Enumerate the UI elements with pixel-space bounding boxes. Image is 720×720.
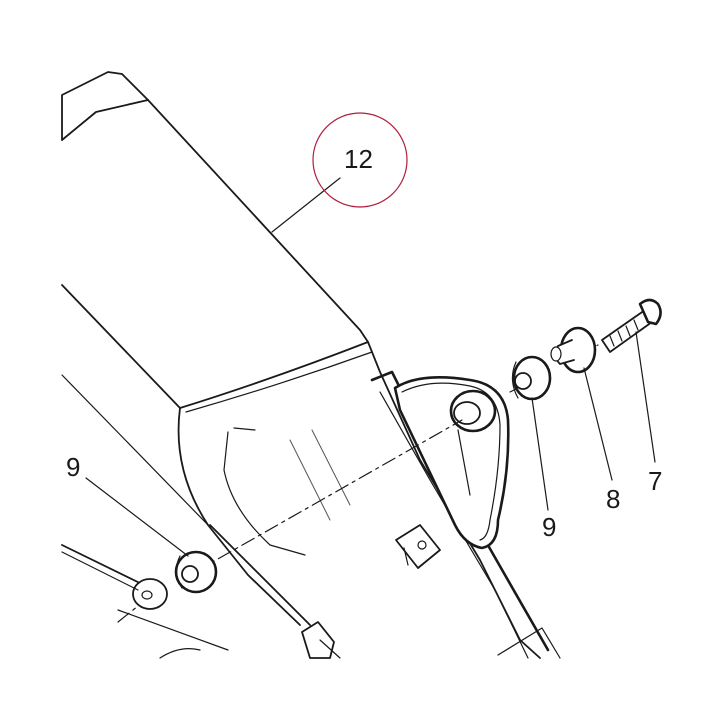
bushing-8 <box>550 326 597 374</box>
leader-lines <box>61 177 656 591</box>
washer-9-right <box>511 355 552 401</box>
screw-7 <box>601 298 662 353</box>
washer-9-left <box>174 550 218 594</box>
highlight-circle <box>312 112 408 208</box>
callout-7: 7 <box>648 466 662 496</box>
pivot-bracket <box>393 376 510 550</box>
bottom-clip <box>301 621 341 659</box>
panel-clip <box>395 524 441 569</box>
flat-washer-left <box>132 578 168 610</box>
callout-12: 12 <box>344 144 373 174</box>
callout-8: 8 <box>606 484 620 514</box>
callout-9-right: 9 <box>542 512 556 542</box>
panel-part-12 <box>61 71 561 659</box>
callout-9-left: 9 <box>66 452 80 482</box>
